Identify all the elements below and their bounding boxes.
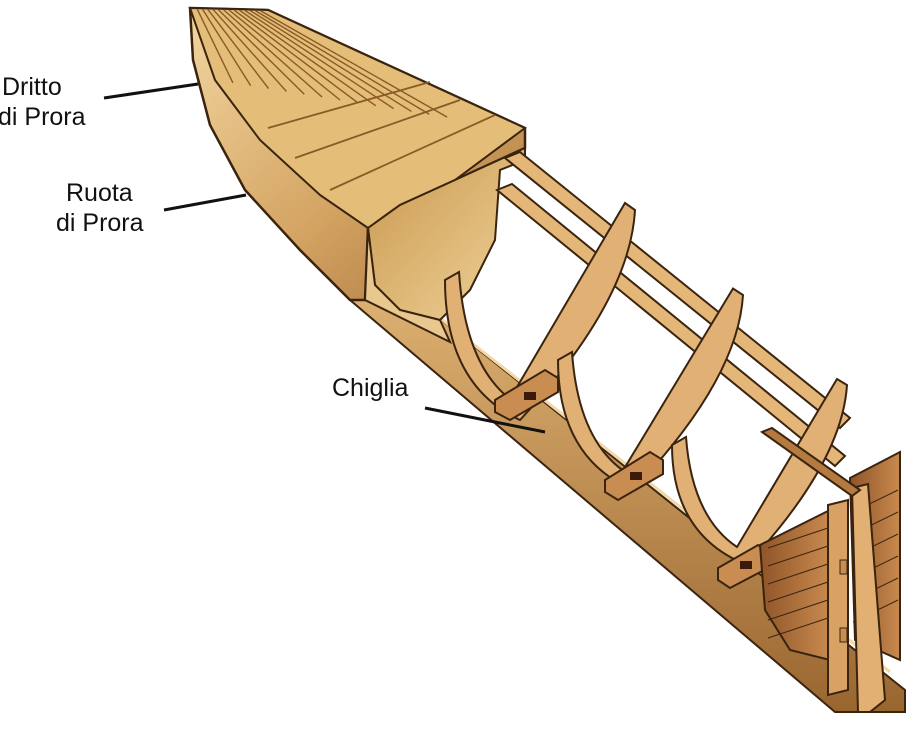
deck-plank-line (223, 9, 323, 98)
deck-seams (267, 81, 496, 191)
deck-plank-line (196, 8, 234, 84)
stringers (495, 150, 852, 468)
label-dritto-line1: Dritto (2, 73, 62, 101)
label-dritto-line2: di Prora (0, 103, 86, 131)
label-chiglia: Chiglia (332, 374, 409, 402)
leader-ruota (163, 193, 247, 212)
transom-plank-line (767, 527, 829, 549)
deck-plank-line (233, 9, 359, 104)
deck-plank-line (201, 8, 252, 87)
label-ruota-line1: Ruota (66, 179, 133, 207)
deck-plank-line (244, 9, 394, 110)
keel-blocks (494, 368, 771, 590)
leader-dritto (103, 82, 199, 100)
transom-plank-line (767, 599, 829, 621)
label-ruota-line2: di Prora (56, 209, 144, 237)
leader-lines (103, 82, 546, 434)
transom-plank-line (767, 617, 829, 639)
frame-rib (556, 287, 745, 492)
hull-section-cut (363, 146, 526, 345)
transom-plank-line (767, 581, 829, 603)
deck-plank-line (228, 9, 341, 101)
deck-plank-line (255, 10, 430, 115)
label-dritto-di-prora: Dritto di Prora (0, 72, 86, 132)
leader-chiglia (424, 406, 546, 434)
deck-plank-line (207, 9, 270, 89)
deck-plank-line (239, 9, 377, 107)
transom-plank-line (767, 563, 829, 585)
deck-plank-line (260, 10, 448, 118)
label-ruota-di-prora: Ruota di Prora (56, 178, 144, 238)
transom-plank-line (767, 545, 829, 567)
deck-plank-line (212, 9, 287, 92)
deck-plank-line (217, 9, 305, 95)
frame-rib (670, 377, 849, 567)
stern-post (759, 426, 887, 713)
